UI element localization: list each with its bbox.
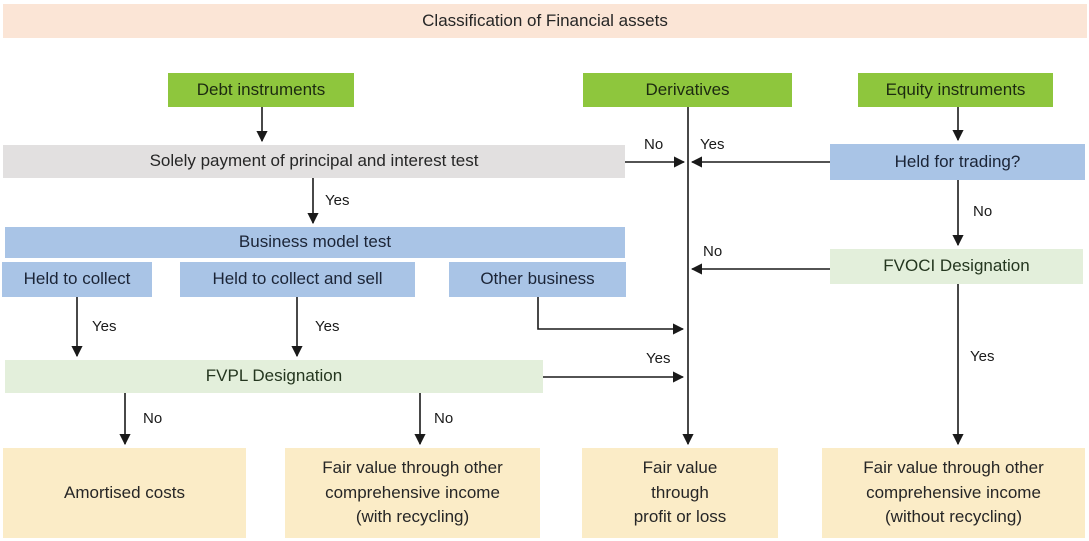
node-held-for-trading: Held for trading? <box>830 144 1085 180</box>
node-derivatives: Derivatives <box>583 73 792 107</box>
node-fvoci-with-recycling: Fair value through other comprehensive i… <box>285 448 540 538</box>
connector-other-business-to-fvpl-line <box>537 297 685 335</box>
node-amortised-costs: Amortised costs <box>3 448 246 538</box>
node-fvpl-profit-or-loss: Fair value through profit or loss <box>582 448 778 538</box>
edge-label-collect-yes: Yes <box>92 318 117 335</box>
edge-label-trading-no: No <box>973 203 993 220</box>
edge-label-sppi-no: No <box>644 136 664 153</box>
edge-label-fvpl-no-left: No <box>143 410 163 427</box>
node-fvoci-without-recycling: Fair value through other comprehensive i… <box>822 448 1085 538</box>
edge-label-fvpl-no-right: No <box>434 410 454 427</box>
node-held-to-collect: Held to collect <box>2 262 152 297</box>
edge-label-collect-sell-yes: Yes <box>315 318 340 335</box>
page-title: Classification of Financial assets <box>3 4 1087 38</box>
node-sppi-test: Solely payment of principal and interest… <box>3 145 625 178</box>
node-fvoci-designation: FVOCI Designation <box>830 249 1083 284</box>
edge-label-fvoci-yes: Yes <box>970 348 995 365</box>
node-held-to-collect-and-sell: Held to collect and sell <box>180 262 415 297</box>
edge-label-sppi-yes: Yes <box>325 192 350 209</box>
node-other-business: Other business <box>449 262 626 297</box>
edge-label-fvpl-yes: Yes <box>646 350 671 367</box>
edge-label-fvoci-no: No <box>703 243 723 260</box>
node-equity-instruments: Equity instruments <box>858 73 1053 107</box>
node-fvpl-designation: FVPL Designation <box>5 360 543 393</box>
node-debt-instruments: Debt instruments <box>168 73 354 107</box>
edge-label-trading-yes: Yes <box>700 136 725 153</box>
node-business-model-test: Business model test <box>5 227 625 258</box>
